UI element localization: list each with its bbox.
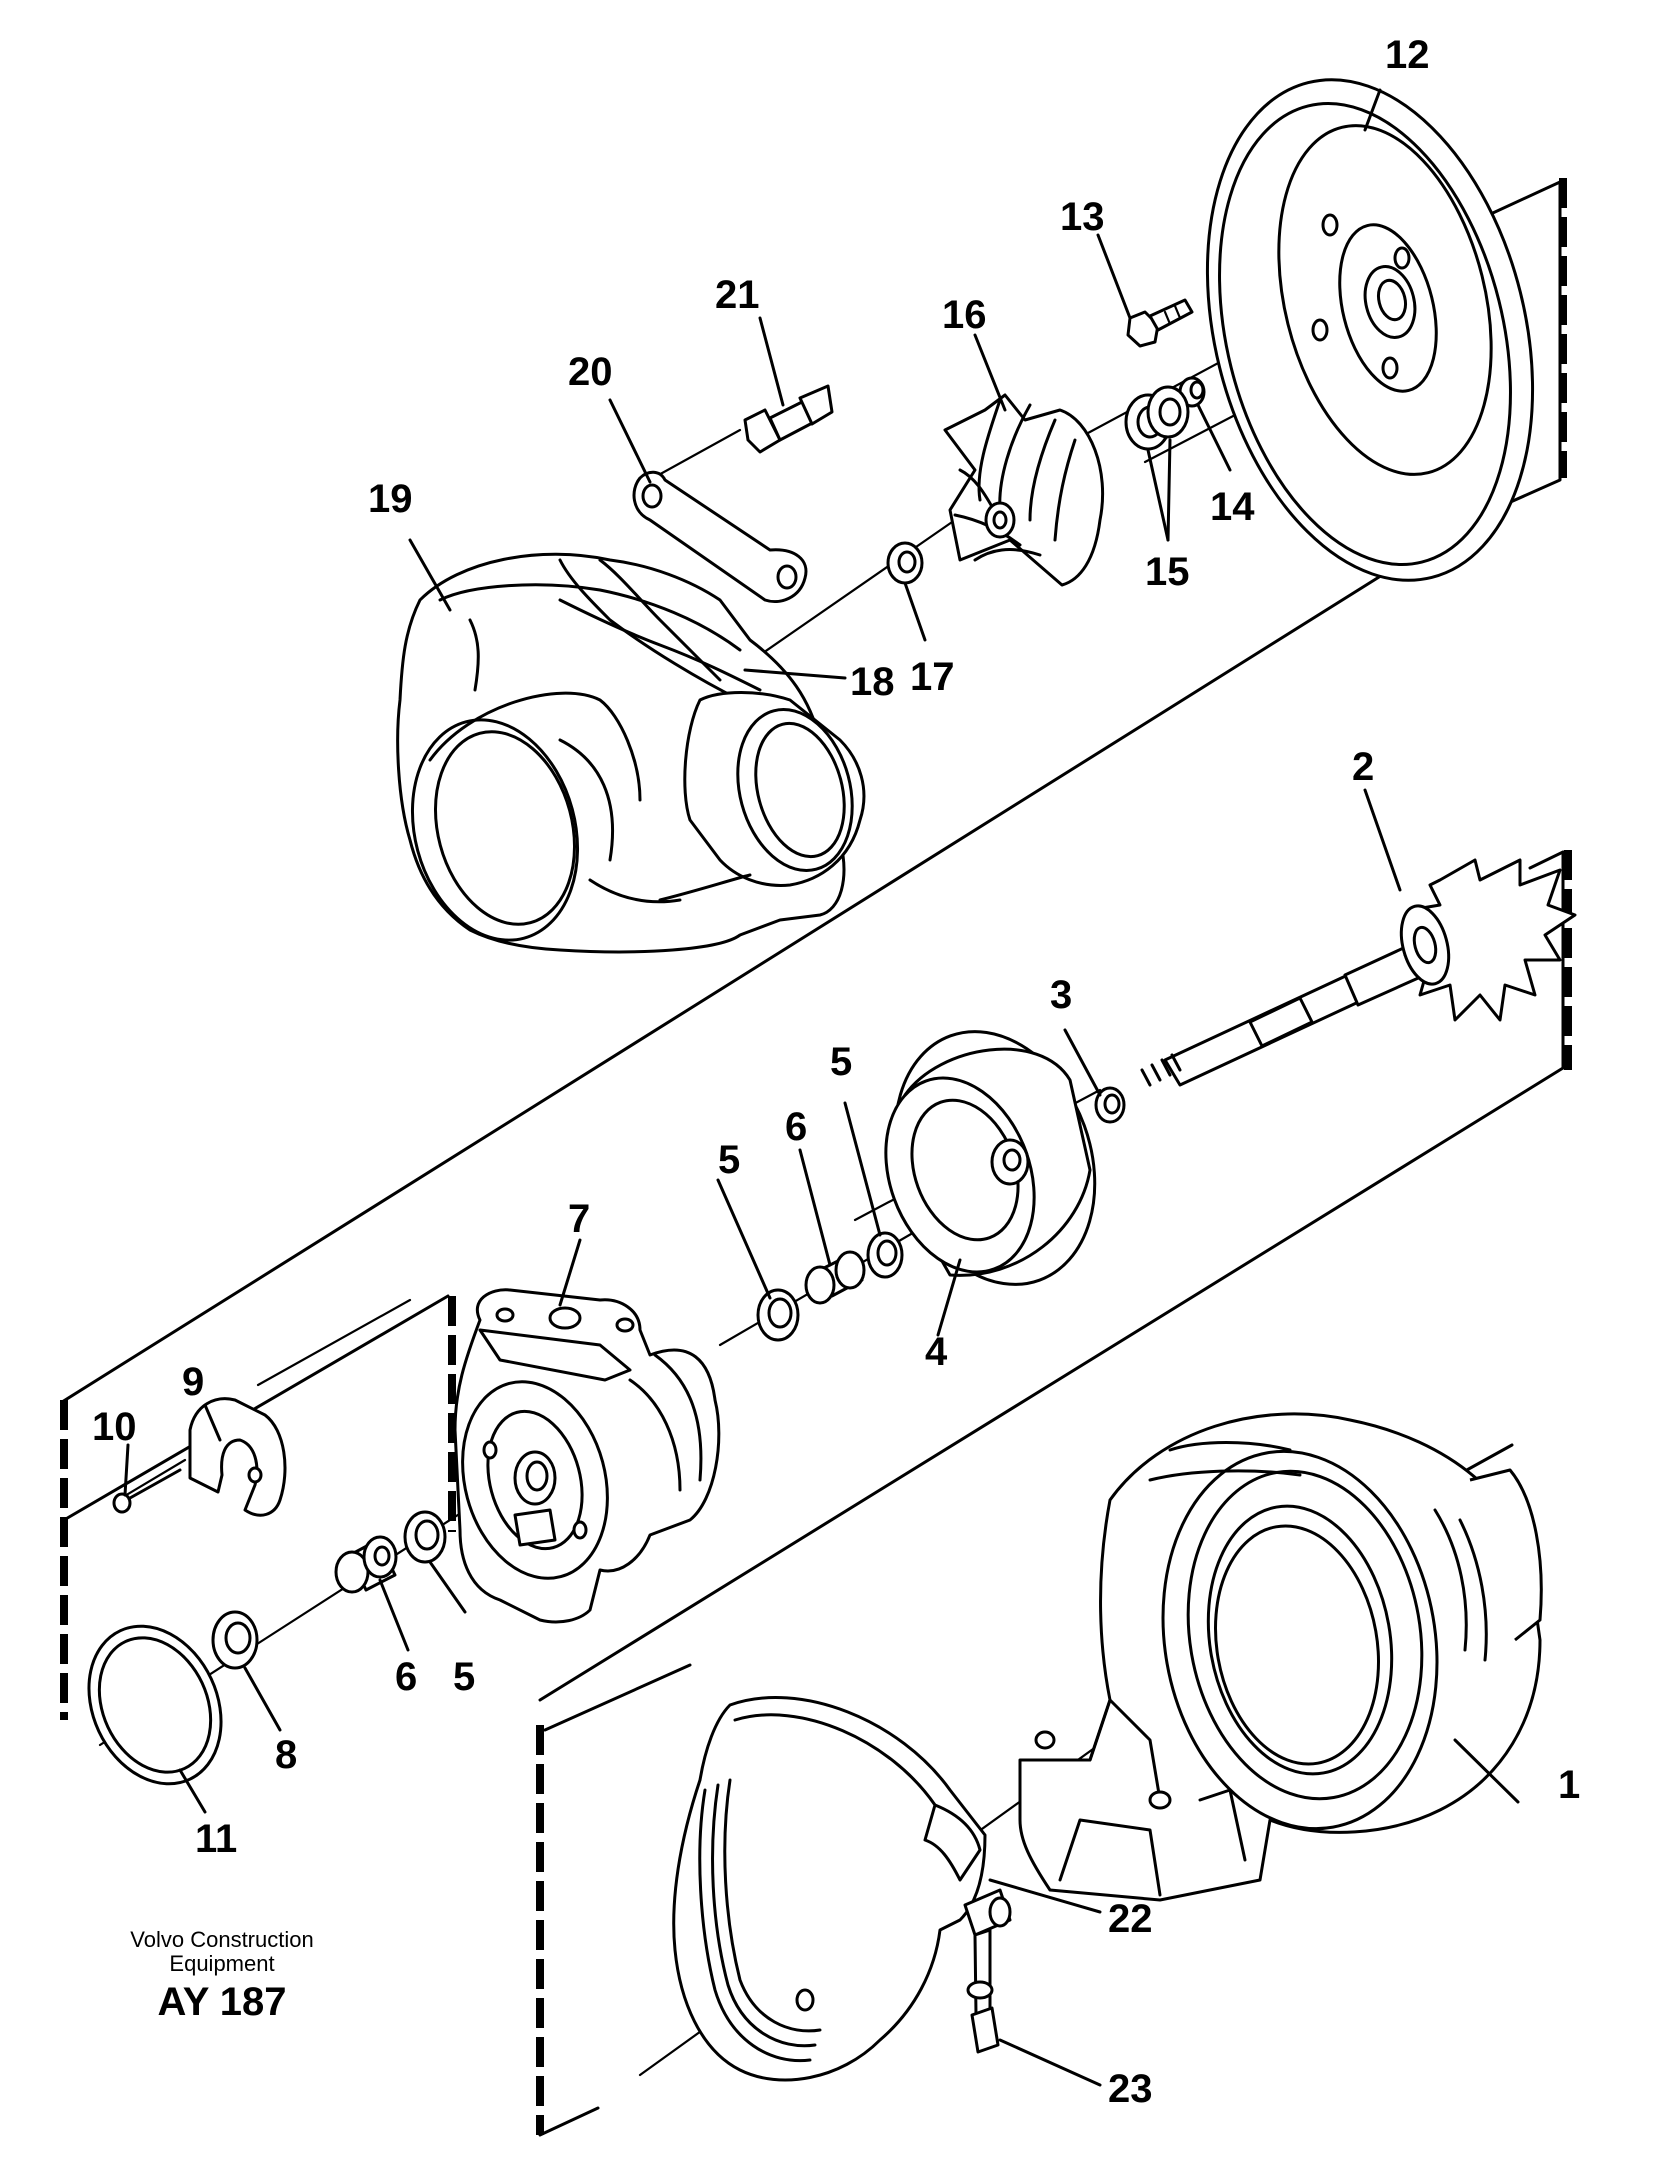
part-7-bearing-housing: [453, 1288, 721, 1624]
callout-6a: 6: [785, 1105, 807, 1149]
callout-2: 2: [1352, 745, 1374, 789]
part-6-bearing-lower: [334, 1535, 398, 1594]
callout-labels: 1 2 3 4 5 5 5 6 6 7 8 9 10 11 12 13 14 1…: [92, 33, 1580, 2111]
part-21-bolt: [743, 384, 834, 454]
part-5-retaining-ring-lower: [403, 1510, 447, 1564]
callout-7: 7: [568, 1197, 590, 1241]
drawing-code: AY 187: [157, 1980, 286, 2024]
callout-5c: 5: [453, 1655, 475, 1699]
part-2-turbine-shaft: [1140, 858, 1577, 1087]
part-12-backplate: [1205, 78, 1535, 582]
callout-18: 18: [850, 660, 895, 704]
panel-frame-middle: [60, 850, 1572, 1720]
panel-frame-top: [60, 178, 1567, 1404]
part-17-nut: [886, 541, 924, 585]
part-22-v-band-clamp: [672, 1696, 987, 2082]
part-9-thrust-bearing: [188, 1397, 287, 1517]
callout-22: 22: [1108, 1897, 1153, 1941]
callout-20: 20: [568, 350, 613, 394]
callout-5b: 5: [830, 1040, 852, 1084]
part-6-bearing-upper: [804, 1250, 866, 1305]
callout-19: 19: [368, 477, 413, 521]
part-5-retaining-ring-left: [756, 1288, 800, 1342]
callout-12: 12: [1385, 33, 1430, 77]
callout-10: 10: [92, 1405, 137, 1449]
callout-8: 8: [275, 1733, 297, 1777]
part-13-bolt: [1126, 298, 1194, 348]
callout-15: 15: [1145, 550, 1190, 594]
part-8-seal-ring: [211, 1610, 259, 1670]
part-15-seal-rings: [1124, 385, 1190, 451]
callout-23: 23: [1108, 2067, 1153, 2111]
callout-4: 4: [925, 1330, 948, 1374]
part-23-clamp-bolt: [963, 1888, 1012, 2054]
callout-13: 13: [1060, 195, 1105, 239]
part-4-heat-shield: [884, 1030, 1097, 1286]
callout-17: 17: [910, 655, 955, 699]
part-19-compressor-housing: [396, 552, 866, 954]
callout-1: 1: [1558, 1763, 1580, 1807]
callout-16: 16: [942, 293, 987, 337]
part-16-compressor-wheel: [943, 393, 1105, 587]
callout-6b: 6: [395, 1655, 417, 1699]
callout-21: 21: [715, 273, 760, 317]
callout-9: 9: [182, 1360, 204, 1404]
part-10-screw: [112, 1468, 182, 1514]
part-5-retaining-ring-right: [866, 1231, 904, 1279]
part-3-seal-ring: [1094, 1086, 1126, 1124]
part-11-snap-ring: [87, 1624, 223, 1786]
leader-lines: [123, 88, 1520, 2087]
callout-5a: 5: [718, 1138, 740, 1182]
credit-company: Volvo Construction: [130, 1927, 313, 1952]
drawing-credit: Volvo Construction Equipment AY 187: [130, 1927, 313, 2024]
part-20-bracket: [632, 470, 808, 603]
part-1-turbine-housing: [1018, 1412, 1543, 1902]
credit-division: Equipment: [169, 1951, 274, 1976]
callout-14: 14: [1210, 485, 1255, 529]
callout-11: 11: [195, 1817, 237, 1861]
callout-3: 3: [1050, 973, 1072, 1017]
